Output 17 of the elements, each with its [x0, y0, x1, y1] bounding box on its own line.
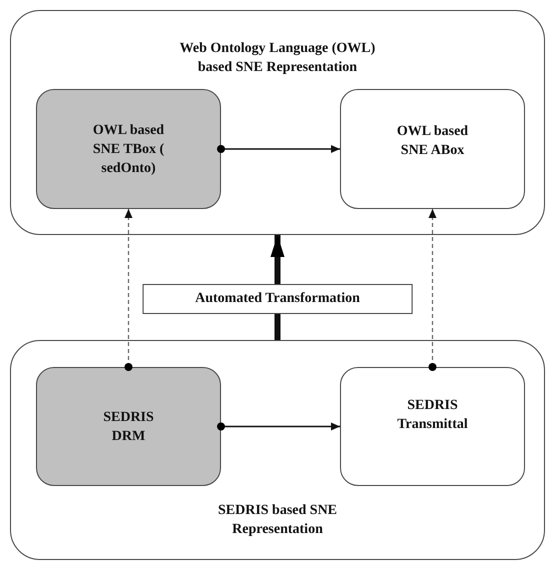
box-label: SEDRIS DRM — [102, 408, 155, 446]
dashed-arrow — [124, 209, 132, 371]
panel-heading: SEDRIS based SNE Representation — [216, 502, 338, 539]
panel-heading: Web Ontology Language (OWL) based SNE Representation — [178, 40, 376, 77]
arrow — [217, 422, 340, 430]
rounded-box — [36, 367, 221, 486]
edge-label: Automated Transformation — [142, 284, 413, 314]
rounded-box — [340, 89, 525, 209]
group-panel — [10, 10, 545, 235]
rounded-box — [36, 89, 221, 209]
group-panel — [10, 340, 545, 560]
rounded-box — [340, 367, 525, 486]
box-label: SEDRIS Transmittal — [396, 397, 469, 434]
box-label: OWL based SNE ABox — [396, 123, 470, 160]
arrow — [217, 145, 340, 153]
box-label: OWL based SNE TBox ( sedOnto) — [92, 122, 166, 178]
dashed-arrow — [428, 209, 436, 371]
